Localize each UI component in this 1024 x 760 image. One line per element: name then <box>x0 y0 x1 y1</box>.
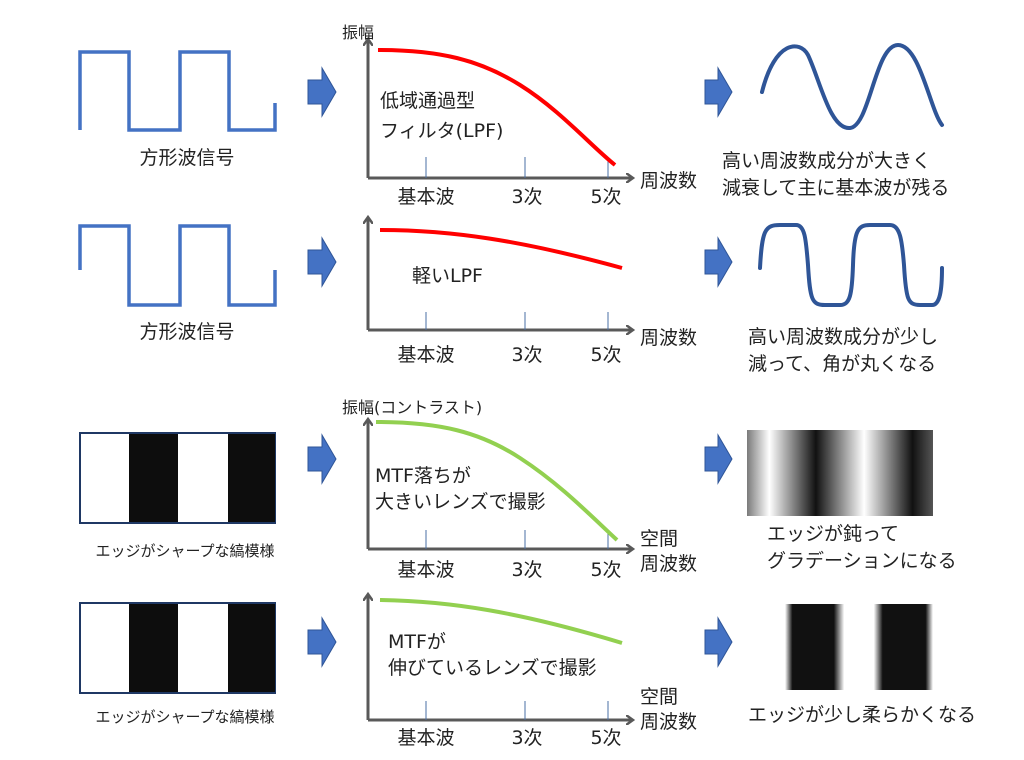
square-wave <box>78 224 277 307</box>
tick-label: 3次 <box>511 559 542 581</box>
row-mtf-low: エッジがシャープな縞模様 振幅(コントラスト) 基本波 3次 5次 空間 周波数… <box>79 398 957 581</box>
square-wave <box>78 50 277 132</box>
result-text: グラデーションになる <box>767 550 957 572</box>
filter-text: フィルタ(LPF) <box>380 120 503 142</box>
tick-label: 基本波 <box>397 344 454 366</box>
filter-text: 大きいレンズで撮影 <box>375 491 546 513</box>
tick-label: 3次 <box>511 186 542 208</box>
arrow-icon <box>704 236 733 288</box>
input-label: 方形波信号 <box>139 321 234 343</box>
y-axis-label: 振幅(コントラスト) <box>342 398 482 417</box>
tick-label: 5次 <box>590 559 621 581</box>
filter-text: MTFが <box>388 631 446 653</box>
result-text: エッジが少し柔らかくなる <box>748 704 976 726</box>
x-axis-label: 周波数 <box>640 711 697 733</box>
filter-text: 軽いLPF <box>412 265 483 287</box>
x-axis-label: 周波数 <box>640 553 697 575</box>
row-lpf-strong: 方形波信号 振幅 基本波 3次 5次 周波数 低域通過型 フィルタ(LPF) 高… <box>78 23 949 208</box>
tick-label: 5次 <box>590 186 621 208</box>
arrow-icon <box>307 66 337 118</box>
input-label: エッジがシャープな縞模様 <box>95 708 274 726</box>
row-mtf-high: エッジがシャープな縞模様 基本波 3次 5次 空間 周波数 MTFが 伸びている… <box>79 595 976 749</box>
filter-text: 伸びているレンズで撮影 <box>388 657 597 679</box>
x-axis-label: 空間 <box>640 528 678 550</box>
rounded-square-output-wave <box>758 223 944 307</box>
tick-label: 基本波 <box>397 559 454 581</box>
tick-label: 3次 <box>511 727 542 749</box>
arrow-icon <box>704 433 733 485</box>
input-label: 方形波信号 <box>139 147 234 169</box>
arrow-icon <box>704 66 733 118</box>
x-axis-label: 周波数 <box>640 170 697 192</box>
result-text: 減って、角が丸くなる <box>748 353 936 375</box>
soft-stripe-image <box>785 604 933 690</box>
x-axis-label: 空間 <box>640 686 678 708</box>
filter-text: 低域通過型 <box>380 90 475 112</box>
arrow-icon <box>307 433 337 485</box>
tick-label: 3次 <box>511 344 542 366</box>
sine-output-wave <box>760 42 944 130</box>
mtf-curve <box>379 598 623 645</box>
lpf-curve <box>377 48 617 167</box>
result-text: 高い周波数成分が少し <box>748 326 938 348</box>
tick-label: 基本波 <box>397 727 454 749</box>
filter-text: MTF落ちが <box>375 465 471 487</box>
arrow-icon <box>307 236 337 288</box>
y-axis-label: 振幅 <box>342 23 374 42</box>
x-axis-label: 周波数 <box>640 327 697 349</box>
row-lpf-light: 方形波信号 基本波 3次 5次 周波数 軽いLPF 高い周波数成分が少し 減って… <box>78 218 944 375</box>
result-text: 減衰して主に基本波が残る <box>722 177 949 199</box>
tick-label: 基本波 <box>397 186 454 208</box>
input-label: エッジがシャープな縞模様 <box>95 542 274 560</box>
arrow-icon <box>704 616 733 668</box>
tick-label: 5次 <box>590 344 621 366</box>
arrow-icon <box>307 616 337 668</box>
result-text: エッジが鈍って <box>767 523 899 545</box>
result-text: 高い周波数成分が大きく <box>722 150 931 172</box>
tick-label: 5次 <box>590 727 621 749</box>
lpf-curve <box>379 228 623 270</box>
mtf-curve <box>375 420 619 542</box>
blurred-stripe-image <box>747 430 933 516</box>
